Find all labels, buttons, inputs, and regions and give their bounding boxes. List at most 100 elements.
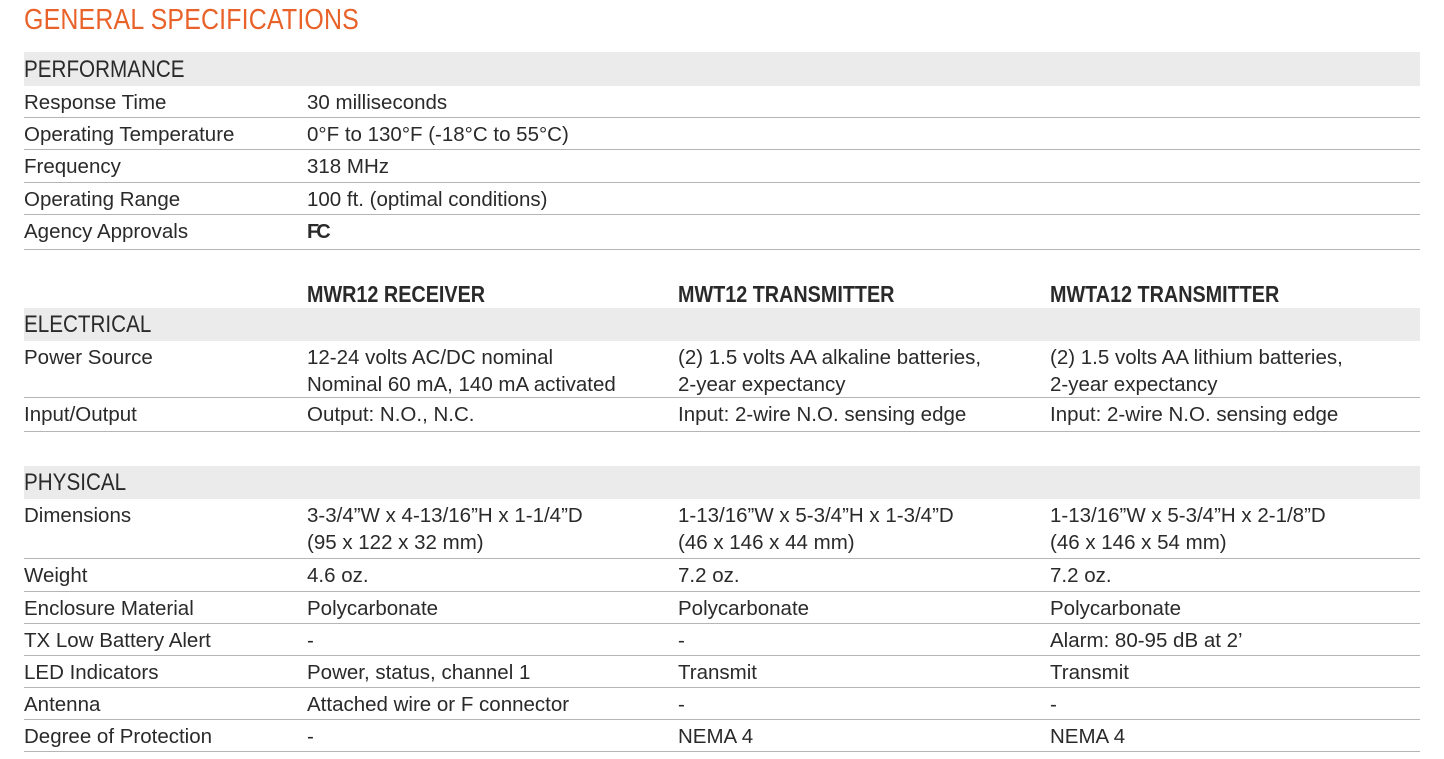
spec-value: 100 ft. (optimal conditions) <box>307 188 548 211</box>
value-line: (46 x 146 x 44 mm) <box>678 531 855 554</box>
model-name: MWR12 RECEIVER <box>307 281 486 307</box>
value-line: - <box>678 629 685 652</box>
spec-value: Output: N.O., N.C. <box>307 398 678 431</box>
value-line: - <box>678 693 685 716</box>
value-line: (2) 1.5 volts AA alkaline batteries, <box>678 346 982 369</box>
value-line: NEMA 4 <box>1050 725 1126 748</box>
value-line: (95 x 122 x 32 mm) <box>307 531 484 554</box>
table-row: TX Low Battery Alert -- Alarm: 80-95 dB at… <box>24 624 1420 656</box>
spec-value: NEMA 4 <box>678 720 1050 751</box>
spec-value: Input: 2-wire N.O. sensing edge <box>678 398 1050 431</box>
model-header: MWT12 TRANSMITTER <box>678 278 1050 308</box>
spec-label: Antenna <box>24 693 101 716</box>
spec-label: Enclosure Material <box>24 597 194 620</box>
value-line: Input: 2-wire N.O. sensing edge <box>1050 403 1339 426</box>
value-line: Transmit <box>1050 661 1129 684</box>
value-line: 7.2 oz. <box>1050 564 1112 587</box>
model-name: MWTA12 TRANSMITTER <box>1050 281 1280 307</box>
spec-value: Polycarbonate <box>678 592 1050 623</box>
spec-value: - <box>307 720 678 751</box>
spec-value: 4.6 oz. <box>307 559 678 591</box>
value-line: Nominal 60 mA, 140 mA activated <box>307 373 616 396</box>
spec-label: Operating Range <box>24 188 181 211</box>
spec-value: - <box>307 624 678 655</box>
section-title: PERFORMANCE <box>24 55 185 83</box>
spec-value: 3-3/4”W x 4-13/16”H x 1-1/4”D (95 x 122 x… <box>307 499 678 558</box>
value-line: (46 x 146 x 54 mm) <box>1050 531 1227 554</box>
fcc-logo-icon: FC <box>307 221 331 243</box>
section-header-physical: PHYSICAL <box>24 466 1420 499</box>
spec-value: NEMA 4 <box>1050 720 1420 751</box>
spec-value: Transmit <box>678 656 1050 687</box>
spec-value: Polycarbonate <box>307 592 678 623</box>
spec-value: - <box>1050 688 1420 719</box>
value-line: 3-3/4”W x 4-13/16”H x 1-1/4”D <box>307 504 583 527</box>
spec-value: Polycarbonate <box>1050 592 1420 623</box>
spec-label: Operating Temperature <box>24 123 235 146</box>
value-line: Polycarbonate <box>307 597 439 620</box>
table-row: Response Time 30 milliseconds <box>24 86 1420 118</box>
value-line: Transmit <box>678 661 757 684</box>
spec-label: LED Indicators <box>24 661 159 684</box>
spec-value: 7.2 oz. <box>678 559 1050 591</box>
spec-value: 1-13/16”W x 5-3/4”H x 2-1/8”D (46 x 146 x… <box>1050 499 1420 558</box>
model-header: MWTA12 TRANSMITTER <box>1050 278 1420 308</box>
spec-value: 1-13/16”W x 5-3/4”H x 1-3/4”D (46 x 146 x… <box>678 499 1050 558</box>
spec-value: (2) 1.5 volts AA lithium batteries, 2-yea… <box>1050 341 1420 397</box>
spec-value: 318 MHz <box>307 155 390 178</box>
spec-label: Power Source <box>24 346 153 369</box>
spec-value: Transmit <box>1050 656 1420 687</box>
model-name: MWT12 TRANSMITTER <box>678 281 895 307</box>
spec-value: Attached wire or F connector <box>307 688 678 719</box>
value-line: 7.2 oz. <box>678 564 740 587</box>
spec-label: TX Low Battery Alert <box>24 629 211 652</box>
table-row: Operating Range 100 ft. (optimal conditio… <box>24 183 1420 215</box>
value-line: Alarm: 80-95 dB at 2’ <box>1050 629 1243 652</box>
table-row: Antenna Attached wire or F connector - - <box>24 688 1420 720</box>
value-line: - <box>1050 693 1057 716</box>
spec-value: 7.2 oz. <box>1050 559 1420 591</box>
spec-value: Power, status, channel 1 <box>307 656 678 687</box>
spec-label: Frequency <box>24 155 121 178</box>
section-title: ELECTRICAL <box>24 311 152 338</box>
electrical-table: MWR12 RECEIVER MWT12 TRANSMITTER MWTA12 TR… <box>24 270 1420 432</box>
value-line: (2) 1.5 volts AA lithium batteries, <box>1050 346 1343 369</box>
spec-value: - <box>678 624 1050 655</box>
value-line: Attached wire or F connector <box>307 693 570 716</box>
spec-label: Response Time <box>24 91 167 114</box>
section-header-electrical: ELECTRICAL <box>24 308 1420 341</box>
value-line: - <box>307 725 314 748</box>
spec-label: Agency Approvals <box>24 220 189 243</box>
value-line: Input: 2-wire N.O. sensing edge <box>678 403 967 426</box>
table-row: Degree of Protection - NEMA 4 NEMA 4 <box>24 720 1420 752</box>
spec-label: Input/Output <box>24 403 137 426</box>
section-header-performance: PERFORMANCE <box>24 52 1420 86</box>
value-line: NEMA 4 <box>678 725 754 748</box>
spec-label: Degree of Protection <box>24 725 213 748</box>
value-line: 2-year expectancy <box>678 373 846 396</box>
spec-value: - <box>678 688 1050 719</box>
value-line: 1-13/16”W x 5-3/4”H x 1-3/4”D <box>678 504 954 527</box>
value-line: 1-13/16”W x 5-3/4”H x 2-1/8”D <box>1050 504 1326 527</box>
value-line: 4.6 oz. <box>307 564 369 587</box>
table-row: Enclosure Material Polycarbonate Polycarbo… <box>24 592 1420 624</box>
model-header: MWR12 RECEIVER <box>307 278 678 308</box>
spec-value: 30 milliseconds <box>307 91 448 114</box>
value-line: Polycarbonate <box>678 597 810 620</box>
value-line: 12-24 volts AC/DC nominal <box>307 346 554 369</box>
section-title: PHYSICAL <box>24 469 127 496</box>
table-row: Frequency 318 MHz <box>24 150 1420 183</box>
value-line: Polycarbonate <box>1050 597 1182 620</box>
value-line: 2-year expectancy <box>1050 373 1218 396</box>
spec-value: Input: 2-wire N.O. sensing edge <box>1050 398 1420 431</box>
page-title: GENERAL SPECIFICATIONS <box>24 4 359 36</box>
